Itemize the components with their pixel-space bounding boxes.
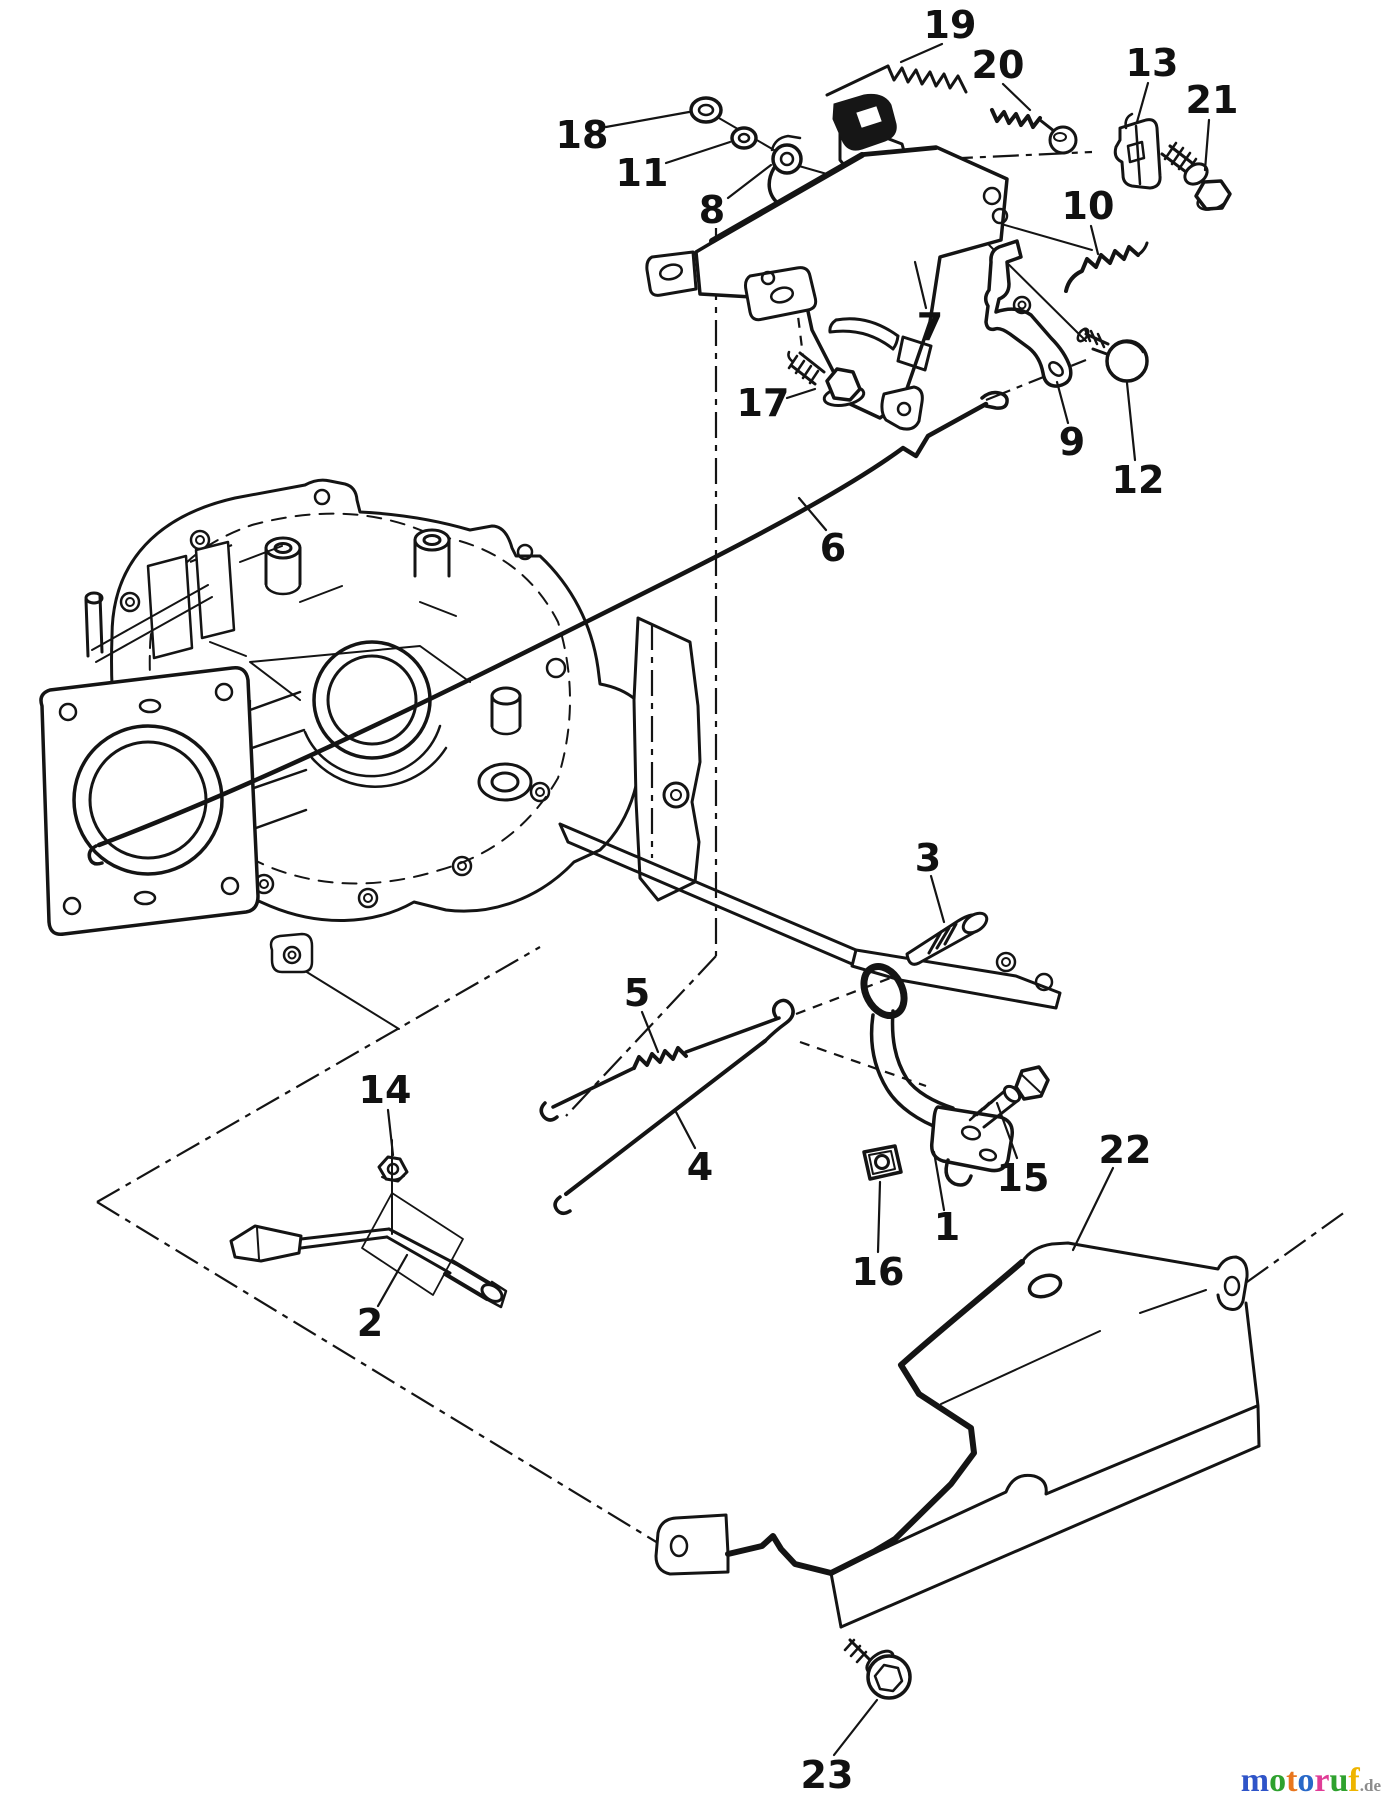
leader-line-10 <box>1089 224 1100 256</box>
logo-letter: o <box>1269 1762 1287 1799</box>
governor-shaft-boss <box>269 932 314 974</box>
callout-16: 16 <box>852 1250 905 1294</box>
leader-line-19 <box>899 42 944 64</box>
callout-10: 10 <box>1062 184 1115 228</box>
callout-18: 18 <box>556 113 609 157</box>
pin-3 <box>905 911 989 966</box>
nut-16 <box>862 1144 903 1181</box>
callout-21: 21 <box>1186 78 1239 122</box>
callout-22: 22 <box>1099 1128 1152 1172</box>
leader-line-14 <box>386 1108 395 1157</box>
logo-letters: motoruf <box>1241 1762 1360 1799</box>
spring-19 <box>825 64 968 97</box>
bolt-12 <box>1076 327 1149 383</box>
washer-18 <box>689 96 723 124</box>
leader-line-9 <box>1055 380 1070 425</box>
callout-9: 9 <box>1059 420 1085 464</box>
leader-line-11 <box>664 140 732 165</box>
callout-5: 5 <box>624 971 650 1015</box>
leader-line-17 <box>785 387 817 400</box>
callout-8: 8 <box>699 188 725 232</box>
callout-15: 15 <box>997 1156 1050 1200</box>
valve-train-detail <box>84 540 236 663</box>
leader-line-21 <box>1203 118 1211 172</box>
logo-letter: f <box>1348 1762 1360 1799</box>
leader-line-2 <box>376 1253 409 1308</box>
callout-19: 19 <box>924 3 977 47</box>
callout-7: 7 <box>917 305 943 349</box>
bracket-7 <box>645 145 1009 431</box>
logo-letter: m <box>1240 1762 1270 1799</box>
leader-line-3 <box>929 874 946 924</box>
leader-line-15 <box>995 1101 1019 1160</box>
washer-11 <box>730 126 758 150</box>
spring-5 <box>539 1016 781 1122</box>
engine-block <box>39 478 1062 1010</box>
leader-line-6 <box>797 496 828 532</box>
governor-shaft-2 <box>229 1139 508 1309</box>
leader-line-4 <box>674 1110 697 1150</box>
cable-clamp-13 <box>1113 112 1162 190</box>
leader-line-20 <box>1001 82 1032 112</box>
leader-line-16 <box>876 1180 882 1254</box>
callout-20: 20 <box>972 43 1025 87</box>
bolt-21 <box>1160 141 1232 211</box>
leader-line-13 <box>1135 81 1150 124</box>
callout-12: 12 <box>1112 458 1165 502</box>
leader-line-23 <box>832 1698 879 1757</box>
callout-13: 13 <box>1126 41 1179 85</box>
logo-suffix: .de <box>1359 1776 1381 1795</box>
governor-arm-1 <box>860 963 1014 1187</box>
rod-6 <box>87 390 1009 866</box>
bolt-23 <box>843 1638 912 1700</box>
callout-17: 17 <box>737 381 790 425</box>
leader-line-5 <box>640 1010 660 1054</box>
stud-boss <box>264 528 533 802</box>
leader-line-1 <box>932 1150 946 1212</box>
callout-11: 11 <box>616 151 669 195</box>
spring-10 <box>1064 241 1149 293</box>
watermark-logo: motoruf.de <box>1241 1764 1381 1798</box>
screw-20 <box>990 108 1078 155</box>
logo-letter: r <box>1314 1762 1330 1799</box>
lever-9 <box>984 239 1073 388</box>
leader-line-7 <box>913 260 928 310</box>
logo-letter: o <box>1297 1762 1315 1799</box>
bolt-17 <box>787 350 866 408</box>
bolt-15 <box>968 1065 1050 1129</box>
callout-23: 23 <box>801 1753 854 1797</box>
logo-letter: u <box>1329 1762 1349 1799</box>
logo-letter: t <box>1286 1762 1298 1799</box>
leader-line-12 <box>1125 381 1137 462</box>
crankcase-side-block <box>558 616 1062 1010</box>
callout-6: 6 <box>820 526 846 570</box>
cover-plate-22 <box>654 1241 1261 1629</box>
callout-1: 1 <box>934 1205 960 1249</box>
leader-line-8 <box>726 163 773 200</box>
rod-4 <box>553 998 795 1215</box>
callout-3: 3 <box>915 836 941 880</box>
callout-2: 2 <box>357 1301 383 1345</box>
callout-14: 14 <box>359 1068 412 1112</box>
leader-line-22 <box>1071 1166 1115 1252</box>
leader-line-18 <box>604 110 691 129</box>
callout-4: 4 <box>687 1145 713 1189</box>
